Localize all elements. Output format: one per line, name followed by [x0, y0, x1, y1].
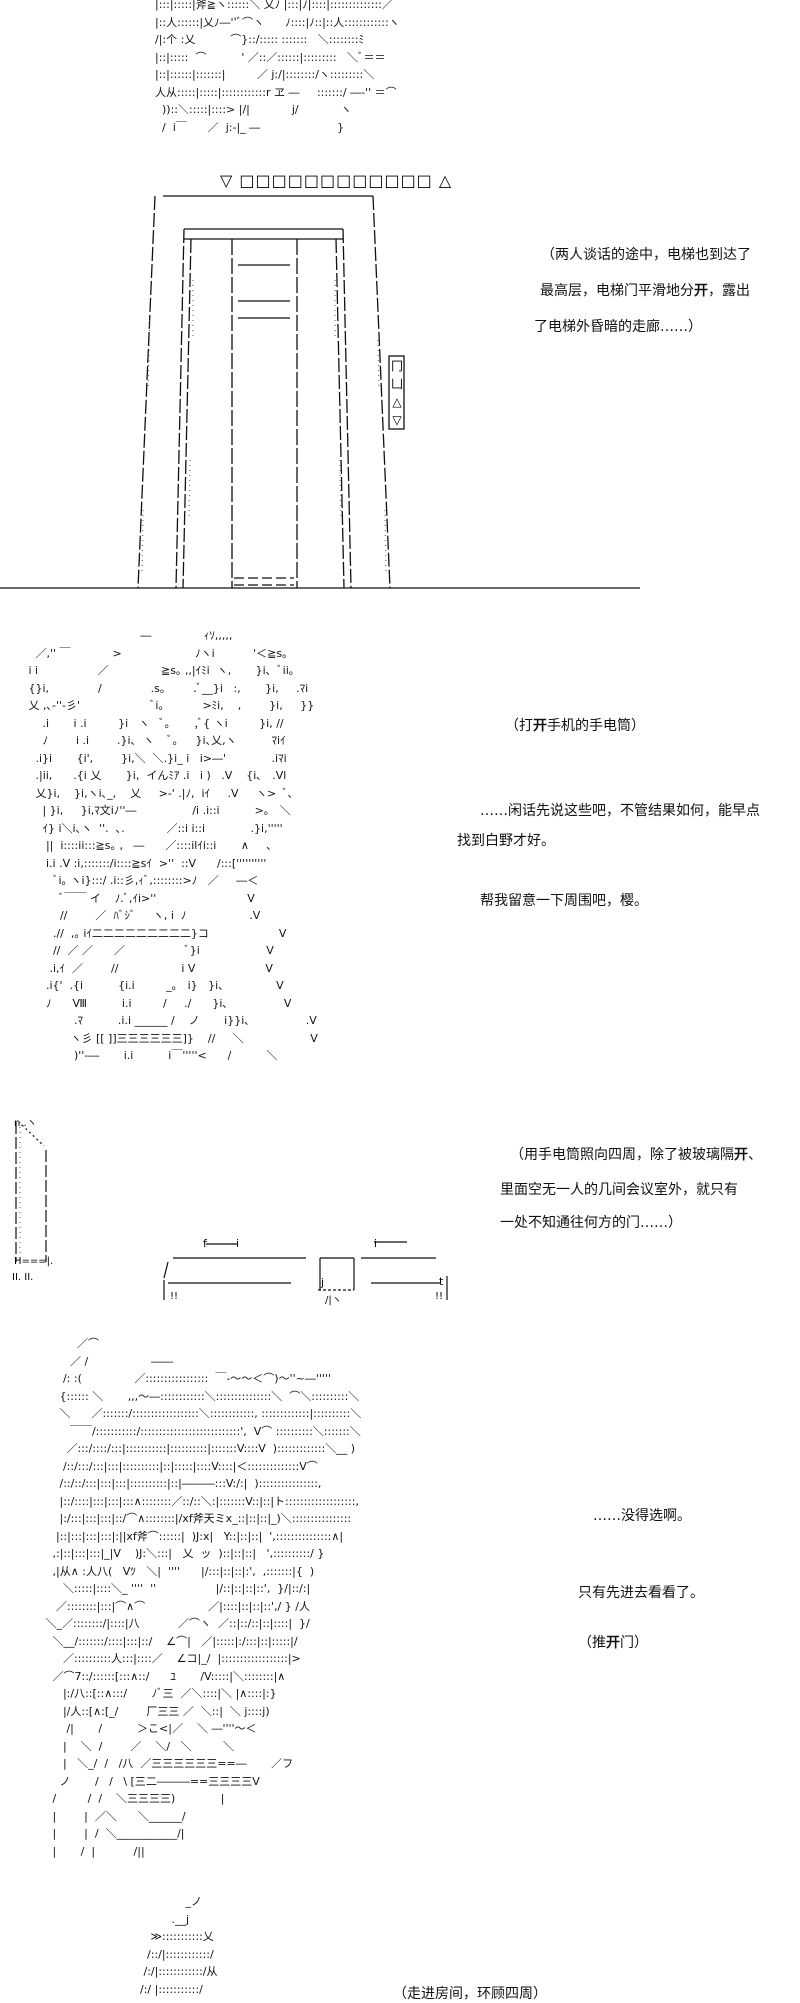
elevator-outer-frame: [137, 195, 391, 589]
narration-3-bold-kai: 开: [734, 1147, 748, 1163]
desk-mark: j: [321, 1276, 325, 1289]
door-label-top: n..ヽ: [14, 1118, 37, 1129]
narration-3-line-3: 一处不知通往何方的门……）: [500, 1215, 682, 1231]
dialogue-2-line-2: 找到白野才好。: [457, 833, 555, 849]
desk-mark: /|ヽ: [325, 1295, 342, 1306]
elevator-frame-dots: [141, 280, 387, 576]
call-up-button-icon: △: [392, 395, 402, 409]
narration-2-line-1c: 手机的手电筒）: [547, 718, 645, 734]
character-ascii-art-closeup: ／⌒ ／ / ―― /: :( ／::::::::::::::::: ￣‐～～＜…: [45, 1337, 362, 1858]
narration-3-line-2: 里面空无一人的几间会议室外，就只有: [500, 1182, 738, 1198]
call-panel-display-bottom: 凵: [390, 377, 403, 391]
narration-2-line-1: （打开手机的手电筒）: [505, 717, 645, 735]
door-base: H===|.: [14, 1256, 54, 1267]
dialogue-2-line-3: 帮我留意一下周围吧，樱。: [480, 893, 648, 909]
narration-5-line-1: （走进房间，环顾四周）: [393, 1986, 547, 2002]
elevator-call-panel: [388, 355, 405, 430]
narration-2-line-1a: （打: [505, 718, 533, 734]
character-ascii-art-bottom: _ノ .__j ≫:::::::::::乂 /::/|::::::::::::/…: [140, 1895, 218, 1996]
narration-1-bold-kai: 开: [694, 283, 708, 299]
dialogue-4-line-2: 只有先进去看看了。: [578, 1585, 704, 1601]
character-ascii-art-phone: ― ｨｿ,,,,, ／,'' ￣ > ﾉヽi '＜≧s｡ i i ／ ≧s｡ ,…: [28, 629, 318, 1062]
narration-3-line-1: （用手电筒照向四周，除了被玻璃隔开、: [510, 1146, 762, 1164]
elevator-doors: [231, 239, 298, 588]
narration-1-line-2: 最高层，电梯门平滑地分开，露出: [540, 282, 750, 300]
character-ascii-art-top: |:::|:::::|斧≧ヽ::::::＼ 乂ﾉ |:::|ﾉ|::::|:::…: [155, 0, 400, 134]
elevator-drawing: [0, 195, 640, 589]
dialogue-4-line-1: ……没得选啊。: [593, 1508, 691, 1524]
desk-mark: i: [374, 1237, 378, 1250]
door-feet: II. II.: [12, 1272, 34, 1283]
narration-3-line-1a: （用手电筒照向四周，除了被玻璃隔: [510, 1147, 734, 1163]
meeting-desks: [163, 1241, 448, 1300]
narration-4-bold-kai: 开: [606, 1635, 620, 1651]
desk-mark: !!: [170, 1291, 179, 1302]
narration-3-line-1c: 、: [748, 1147, 762, 1163]
elevator-inner-frame: [175, 228, 352, 589]
narration-1-line-2c: ，露出: [708, 283, 750, 299]
desk-mark: i: [236, 1237, 240, 1250]
call-down-button-icon: ▽: [392, 413, 402, 427]
narration-4-line-3c: 门）: [620, 1635, 648, 1651]
corridor-drawing: [15, 1122, 448, 1300]
door-outline: [15, 1122, 47, 1262]
narration-1-line-3: 了电梯外昏暗的走廊……）: [534, 319, 702, 335]
elevator-interior-panel: [234, 264, 294, 586]
narration-1-line-2a: 最高层，电梯门平滑地分: [540, 283, 694, 299]
desk-mark: f: [203, 1237, 207, 1250]
dialogue-2-line-1: ……闲话先说这些吧，不管结果如何，能早点: [480, 803, 760, 819]
narration-1-line-1: （两人谈话的途中，电梯也到达了: [541, 247, 751, 263]
elevator-floor-indicator: ▽ □□□□□□□□□□□□ △: [220, 171, 453, 190]
narration-2-bold-kai: 开: [533, 718, 547, 734]
narration-4-line-3a: （推: [578, 1635, 606, 1651]
call-panel-display-top: 冂: [390, 359, 403, 373]
desk-mark: t: [439, 1275, 444, 1288]
narration-4-line-3: （推开门）: [578, 1634, 648, 1652]
desk-mark: !!: [435, 1291, 444, 1302]
elevator-call-panel-buttons: 冂 凵 △ ▽: [390, 357, 404, 429]
